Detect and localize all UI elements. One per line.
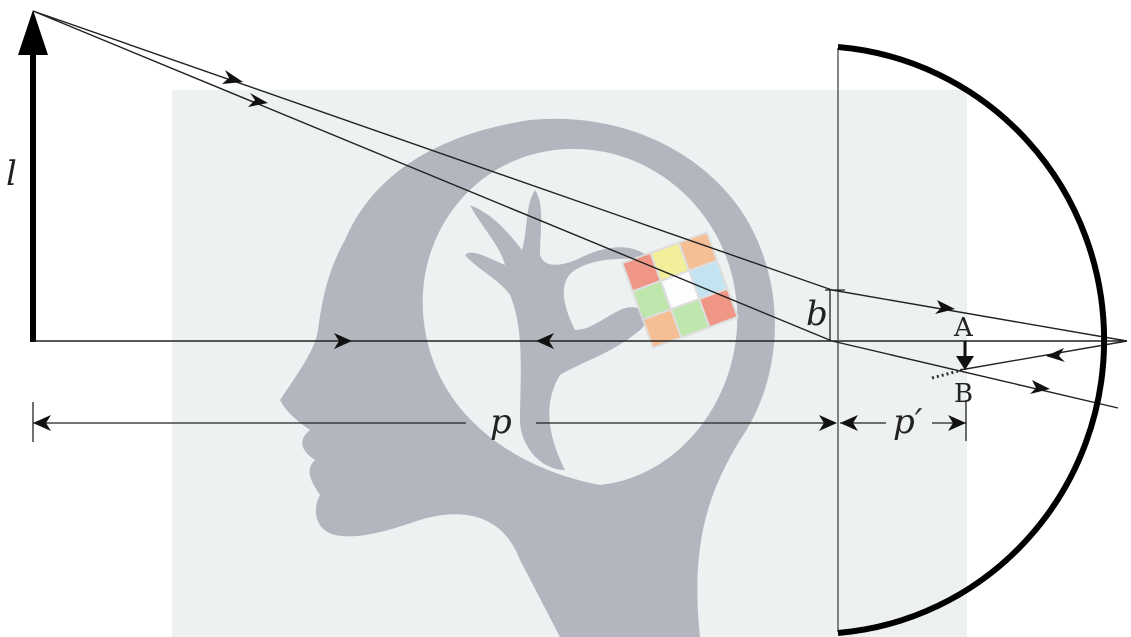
ray-upper: [32, 10, 833, 291]
axis-arrow-right: [334, 333, 352, 349]
object-arrow-head: [18, 10, 48, 55]
ray-mirror-lower-arrow: [1030, 380, 1050, 394]
ray-lower: [32, 10, 833, 342]
ray-to-mirror-lower: [831, 340, 1119, 409]
pprime-dimension-arrow-left: [840, 415, 858, 431]
label-p: p: [490, 402, 512, 442]
p-dimension-arrow-left: [33, 415, 51, 431]
ray-reflected-arrow: [1046, 348, 1065, 362]
label-a: A: [953, 313, 974, 343]
label-b: b: [806, 294, 828, 334]
label-l: l: [6, 154, 17, 194]
head-silhouette-image: [280, 118, 775, 637]
label-b-point: B: [954, 379, 973, 409]
pprime-dimension-arrow-right: [948, 415, 966, 431]
concave-mirror: [837, 44, 1108, 636]
rubiks-cube-image: [621, 231, 739, 349]
ray-reflected: [959, 340, 1128, 371]
p-dimension-arrow-right: [819, 415, 837, 431]
ray-lower-arrow: [248, 93, 268, 107]
axis-arrow-left: [536, 333, 554, 349]
label-pprime: p′: [893, 402, 923, 442]
ray-mirror-upper-arrow: [935, 300, 955, 314]
ray-upper-arrow: [222, 70, 243, 84]
image-dotted-extension: [931, 368, 963, 380]
ray-to-mirror-upper: [831, 289, 1128, 342]
image-arrow-head: [956, 356, 974, 370]
